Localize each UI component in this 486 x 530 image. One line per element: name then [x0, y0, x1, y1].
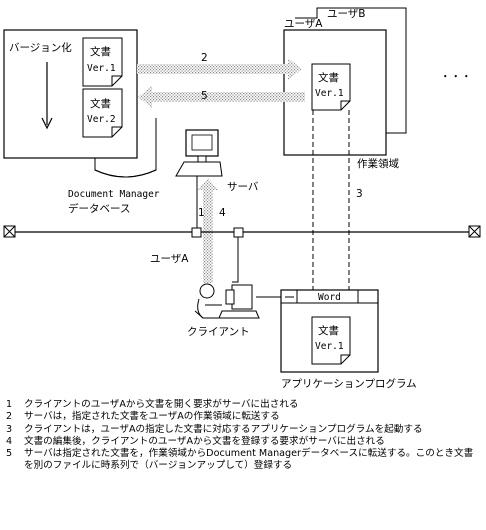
legend-item: 3 クライアントは，ユーザAの指定した文書に対応するアプリケーションプログラムを… [6, 424, 482, 436]
workspace-user-a: ユーザA 文書 Ver.1 [283, 18, 387, 156]
arrow-step5 [138, 86, 305, 108]
legend-item: 1 クライアントのユーザAから文書を開く要求がサーバに出される [6, 399, 482, 411]
step-marker-4: 4 [219, 207, 226, 219]
client-computer [218, 284, 260, 319]
doc-version: Ver.1 [315, 341, 344, 352]
document-ver1-db: 文書 Ver.1 [82, 37, 123, 87]
legend-number: 4 [6, 435, 13, 447]
doc-version: Ver.1 [315, 88, 344, 99]
workspace-label: 作業領域 [357, 157, 399, 170]
network-line [3, 176, 481, 283]
legend-number: 2 [6, 411, 13, 423]
legend-number: 5 [6, 448, 13, 460]
doc-title: 文書 [90, 97, 111, 110]
step-marker-2: 2 [201, 52, 208, 64]
arrow-step2 [137, 58, 302, 80]
client-user-figure [194, 283, 222, 319]
arrow-step1-4 [198, 178, 218, 283]
doc-title: 文書 [318, 71, 339, 84]
doc-version: Ver.2 [87, 114, 116, 125]
step-marker-5: 5 [201, 90, 208, 102]
legend-number: 1 [6, 399, 13, 410]
step-marker-3: 3 [356, 188, 363, 200]
legend-item: 5 サーバは指定された文書を，作業領域からDocument Managerデータ… [6, 448, 482, 473]
document-ver2-db: 文書 Ver.2 [82, 88, 123, 138]
doc-title: 文書 [90, 45, 111, 58]
db-label-line2: データベース [68, 202, 130, 215]
server-label: サーバ [227, 181, 259, 193]
legend-item: 4 文書の編集後，クライアントのユーザAから文書を登録する要求がサーバに出される [6, 436, 482, 448]
application-window: Word 文書 Ver.1 [256, 289, 379, 373]
client-label: クライアント [187, 326, 250, 338]
legend-text: サーバは指定された文書を，作業領域からDocument Managerデータベー… [24, 448, 474, 472]
dashed-link-step3 [312, 110, 350, 290]
document-manager-diagram: バージョン化 文書 Ver.1 文書 Ver.2 Document Manage… [3, 7, 481, 390]
legend-text: クライアントは，ユーザAの指定した文書に対応するアプリケーションプログラムを起動… [24, 423, 423, 435]
step-legend: 1 クライアントのユーザAから文書を開く要求がサーバに出される 2 サーバは，指… [6, 399, 482, 473]
legend-text: クライアントのユーザAから文書を開く要求がサーバに出される [24, 399, 299, 410]
app-program-label: アプリケーションプログラム [281, 377, 417, 390]
doc-version: Ver.1 [87, 63, 116, 74]
user-a-label: ユーザA [150, 253, 189, 265]
word-title: Word [318, 292, 341, 303]
more-users-ellipsis: ・・・ [440, 71, 472, 83]
legend-text: サーバは，指定された文書をユーザAの作業領域に転送する [24, 411, 280, 423]
doc-title: 文書 [318, 324, 339, 337]
server-computer [175, 129, 223, 177]
legend-item: 2 サーバは，指定された文書をユーザAの作業領域に転送する [6, 411, 482, 423]
legend-text: 文書の編集後，クライアントのユーザAから文書を登録する要求がサーバに出される [24, 435, 385, 447]
versioning-label: バージョン化 [9, 41, 72, 54]
legend-number: 3 [6, 423, 13, 435]
workspace-user-b: ユーザB [295, 7, 407, 134]
step-marker-1: 1 [198, 207, 205, 219]
user-a-workspace-label: ユーザA [284, 18, 323, 30]
user-b-label: ユーザB [327, 8, 366, 20]
db-label-line1: Document Manager [68, 189, 160, 200]
